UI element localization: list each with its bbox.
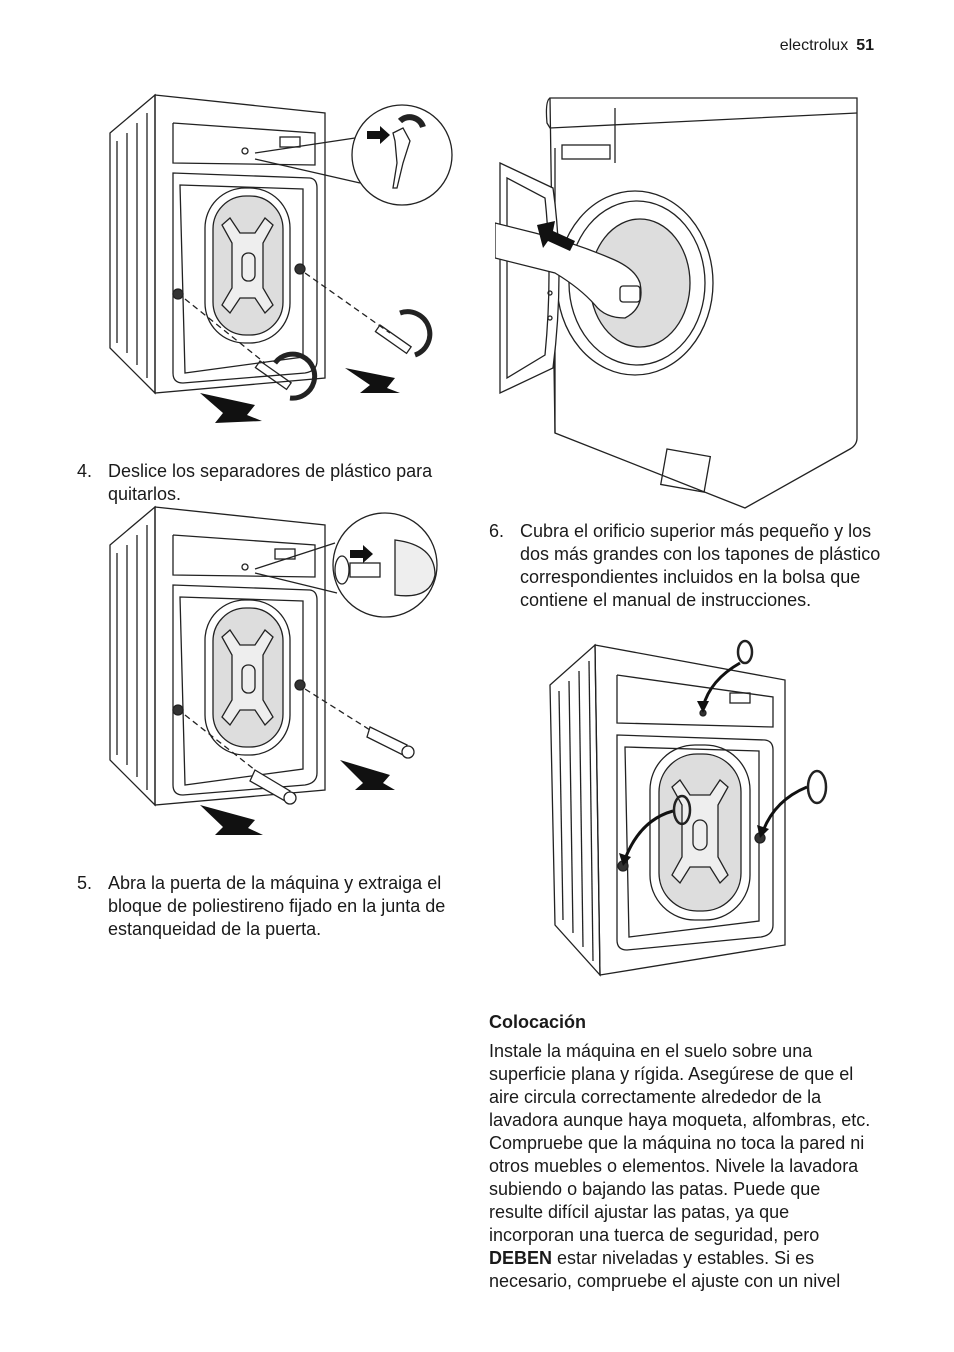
step-6-text: Cubra el orificio superior más pequeño y…: [520, 521, 881, 610]
page-number: 51: [856, 37, 874, 54]
step-5-number: 5.: [77, 873, 93, 893]
section-paragraph: Instale la máquina en el suelo sobre una…: [489, 1040, 879, 1293]
step-6: 6. Cubra el orificio superior más pequeñ…: [489, 520, 881, 635]
paragraph-bold-text: DEBEN: [489, 1248, 553, 1268]
washer-back-bolts-illustration: [105, 93, 460, 433]
step-4: 4. Deslice los separadores de plástico p…: [77, 460, 472, 508]
step-5: 5. Abra la puerta de la máquina y extrai…: [77, 872, 472, 942]
page-header: electrolux 51: [780, 37, 874, 55]
section-heading: Colocación: [489, 1012, 587, 1032]
washer-front-door-hand-illustration: [495, 93, 865, 518]
washer-back-caps-illustration: [545, 635, 835, 980]
paragraph-text-before: Instale la máquina en el suelo sobre una…: [489, 1041, 871, 1245]
step-6-number: 6.: [489, 521, 505, 541]
brand-name: electrolux: [779, 37, 849, 54]
step-4-number: 4.: [77, 461, 93, 481]
step-5-text: Abra la puerta de la máquina y extraiga …: [108, 873, 446, 939]
paragraph-text-after: estar niveladas y estables. Si es necesa…: [489, 1248, 841, 1291]
step-4-text: Deslice los separadores de plástico para…: [108, 461, 433, 504]
washer-back-spacers-illustration: [105, 505, 445, 845]
